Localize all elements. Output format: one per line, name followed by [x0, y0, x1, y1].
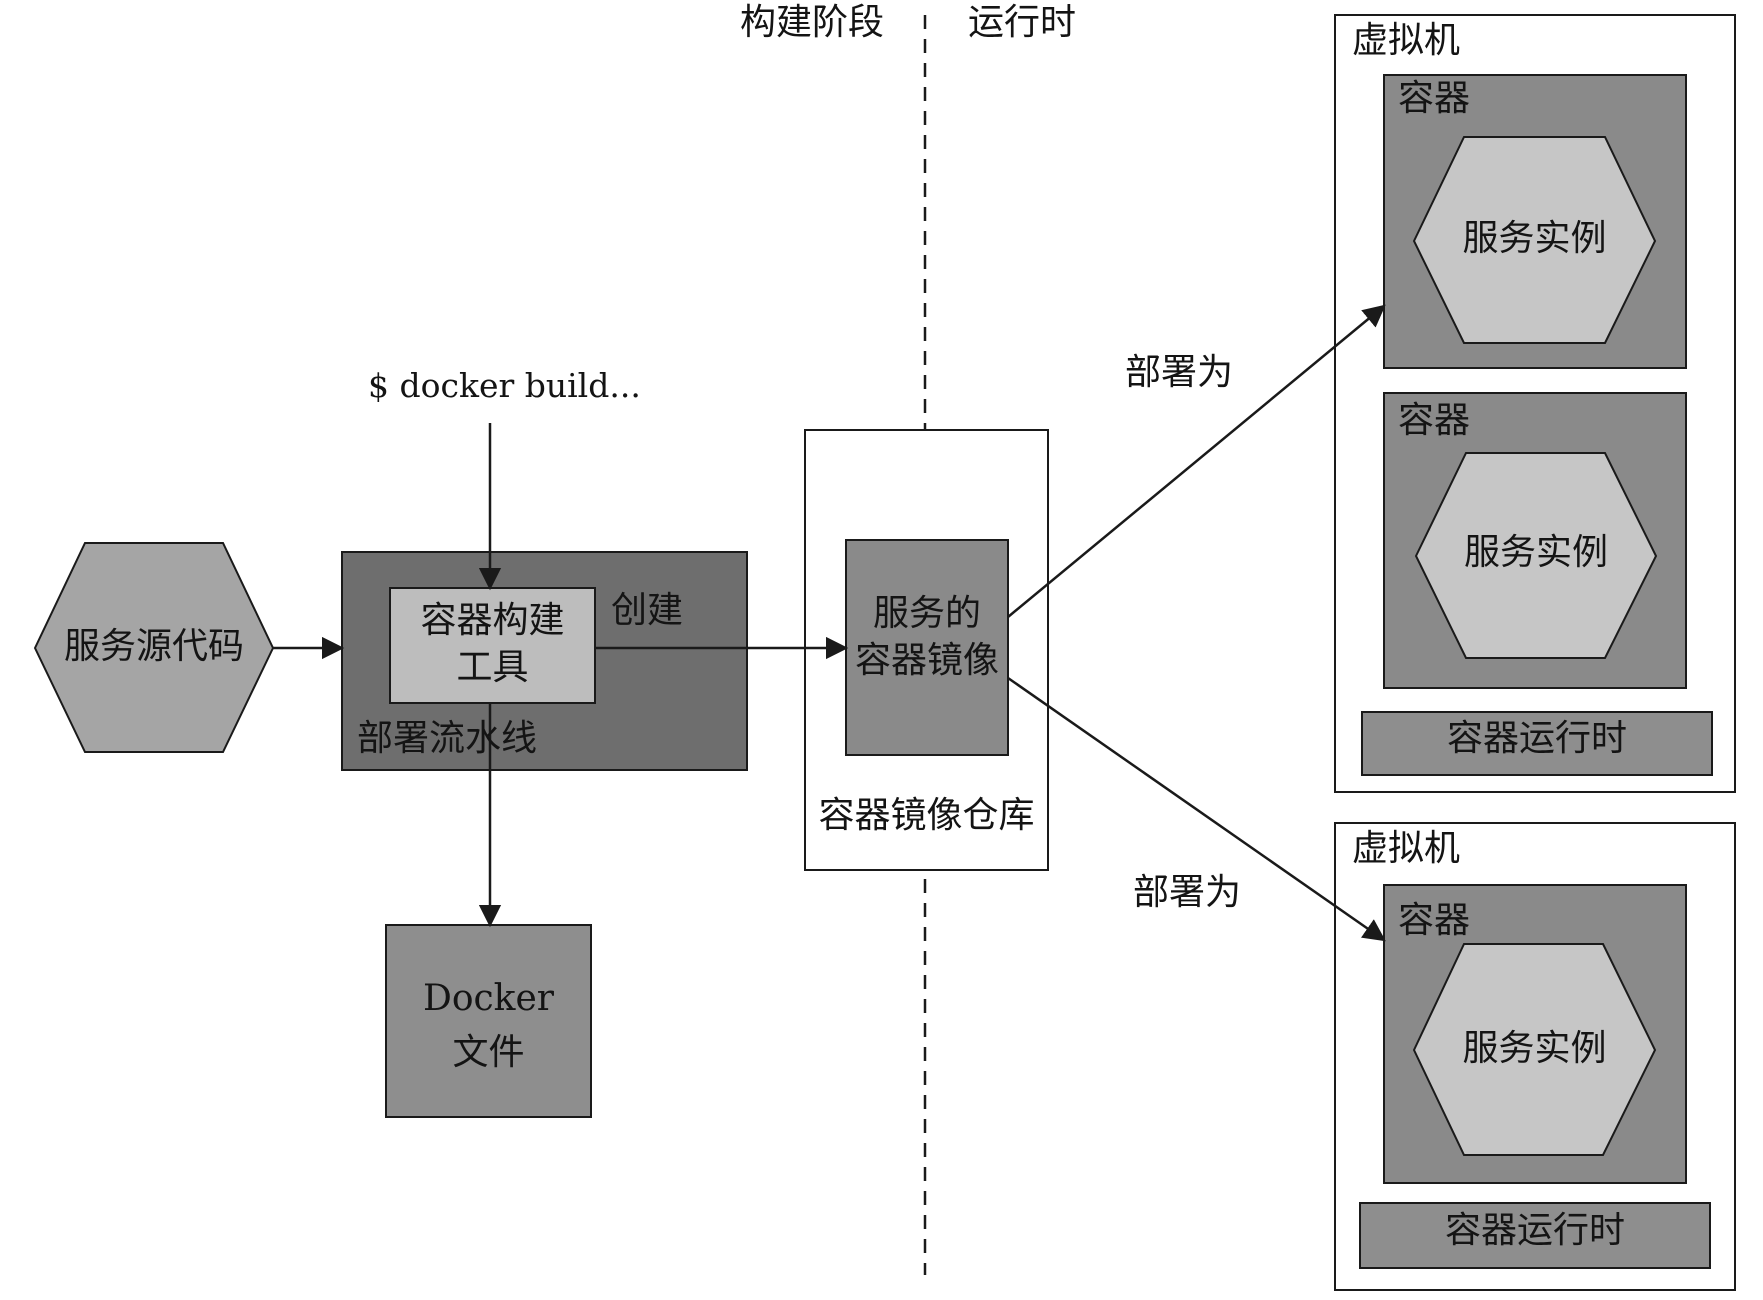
- vm2-label: 虚拟机: [1352, 828, 1461, 869]
- create-label: 创建: [611, 590, 684, 631]
- vm2-container-label: 容器: [1398, 900, 1471, 941]
- arrow-deploy-vm2: [1007, 676, 1386, 942]
- build-phase-label: 构建阶段: [740, 2, 885, 43]
- dockerfile-label-line2: 文件: [452, 1032, 525, 1073]
- dockerfile-box: [385, 924, 592, 1118]
- vm2-container-instance-label: 服务实例: [1462, 1028, 1607, 1069]
- pipeline-label: 部署流水线: [357, 718, 538, 759]
- deploy-label-vm1: 部署为: [1125, 352, 1234, 393]
- runtime-phase-label: 运行时: [968, 2, 1077, 43]
- docker-build-command: $ docker build...: [368, 366, 641, 405]
- vm1-container1-instance-label: 服务实例: [1462, 218, 1607, 259]
- vm2-container-hexagon: [1412, 943, 1657, 1156]
- dockerfile-label-line1: Docker: [422, 978, 555, 1019]
- deploy-label-vm2: 部署为: [1133, 872, 1242, 913]
- arrow-deploy-vm1: [1007, 304, 1386, 618]
- build-tool-label-line2: 工具: [456, 647, 529, 688]
- image-label-line2: 容器镜像: [854, 640, 999, 681]
- vm1-container1-label: 容器: [1398, 78, 1471, 119]
- vm1-label: 虚拟机: [1352, 20, 1461, 61]
- image-box: [845, 539, 1009, 756]
- vm2-runtime-box: [1359, 1202, 1711, 1269]
- vm1-runtime-label: 容器运行时: [1446, 718, 1627, 759]
- build-tool-label-line1: 容器构建: [420, 600, 565, 641]
- vm1-container1-hexagon: [1412, 136, 1657, 344]
- vm2-runtime-label: 容器运行时: [1444, 1210, 1625, 1251]
- vm1-runtime-box: [1361, 711, 1713, 776]
- image-label-line1: 服务的: [872, 593, 981, 634]
- registry-label: 容器镜像仓库: [818, 795, 1035, 836]
- vm1-container2-hexagon: [1414, 452, 1658, 659]
- vm1-container2-label: 容器: [1398, 400, 1471, 441]
- vm1-container2-instance-label: 服务实例: [1463, 532, 1608, 573]
- source-code-label: 服务源代码: [63, 626, 244, 667]
